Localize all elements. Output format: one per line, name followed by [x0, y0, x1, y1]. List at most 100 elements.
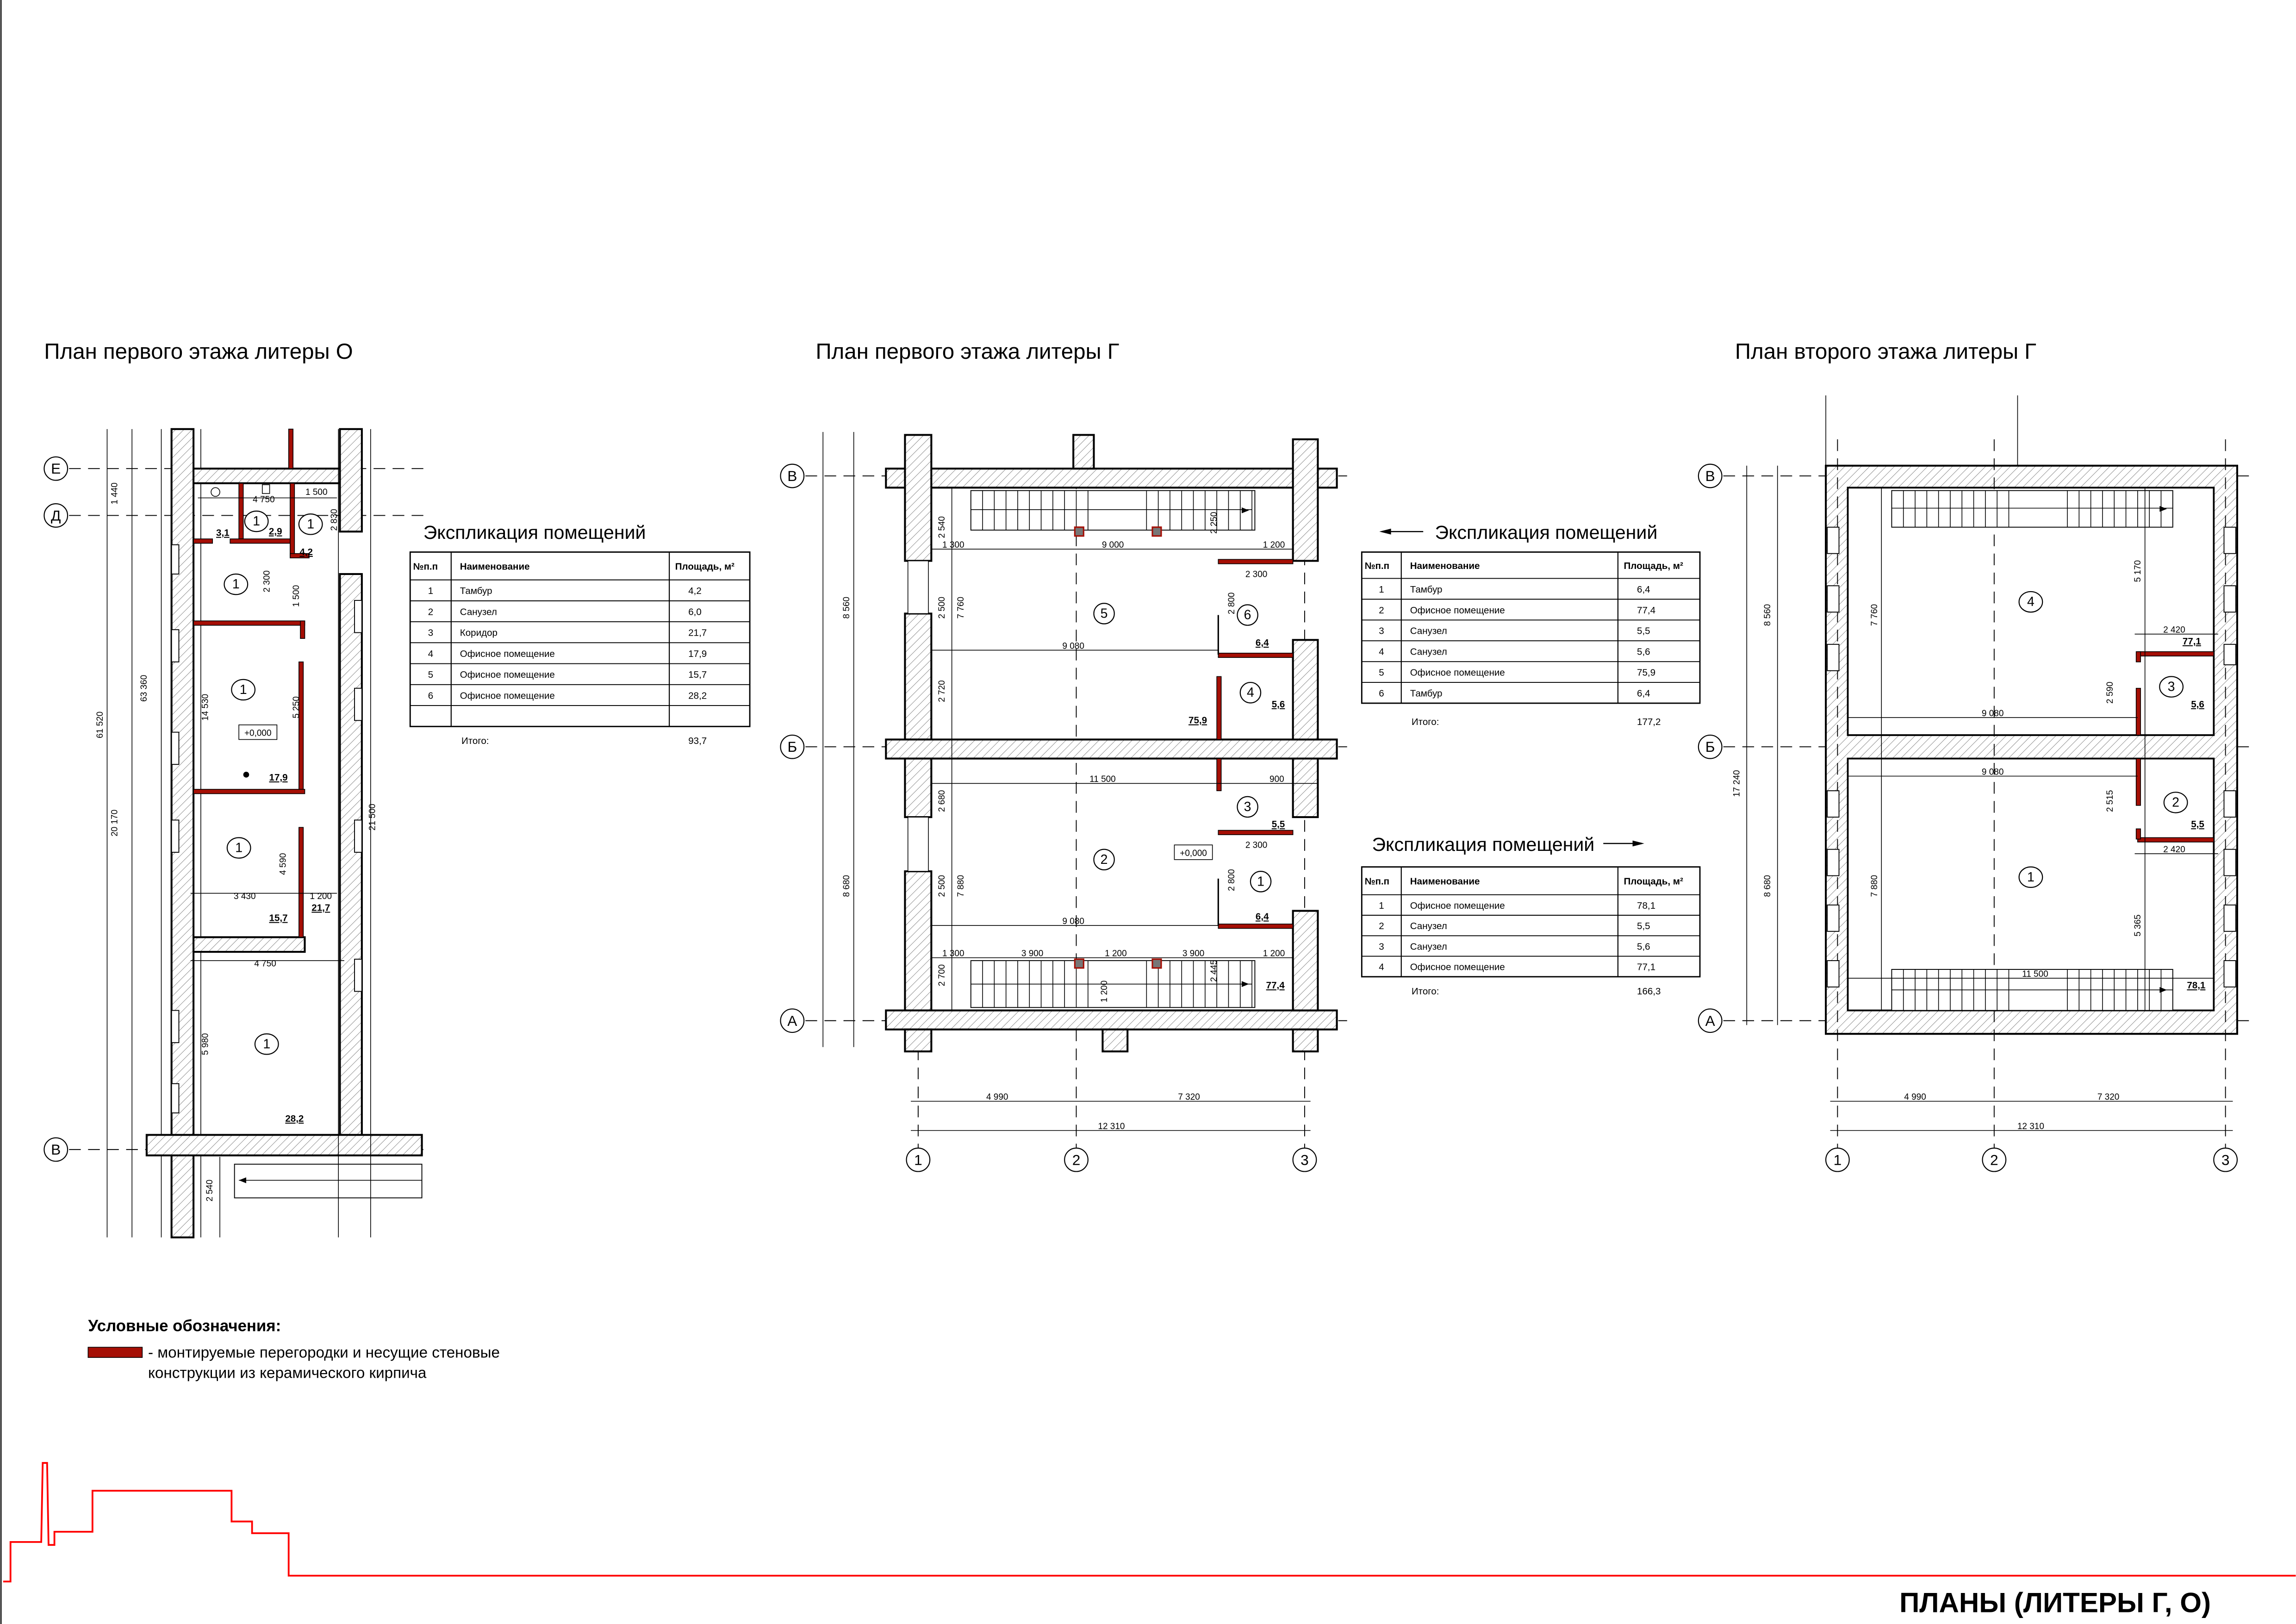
- dimensions: 1 440 61 520 63 360 20 170 4 750 1 500 2…: [95, 482, 377, 1201]
- room-area-value: 5,5: [1637, 626, 1650, 637]
- svg-text:61 520: 61 520: [95, 712, 105, 738]
- axis-marker-2: 2: [1982, 1147, 2007, 1172]
- svg-text:3 900: 3 900: [1021, 949, 1043, 959]
- level-mark: +0,000: [1174, 844, 1213, 860]
- room-name: Офисное помещение: [1410, 668, 1505, 678]
- svg-text:3: 3: [1300, 1151, 1309, 1168]
- svg-text:А: А: [787, 1012, 797, 1029]
- axis-marker-1: 1: [1825, 1147, 1850, 1172]
- room-name: Санузел: [1410, 626, 1447, 637]
- svg-text:2 300: 2 300: [1245, 569, 1267, 579]
- svg-text:3: 3: [1244, 800, 1251, 814]
- svg-text:9 080: 9 080: [1062, 641, 1084, 651]
- axis-marker-a: А: [780, 1008, 805, 1033]
- stair-arrow-icon: [1241, 981, 1249, 987]
- svg-text:1: 1: [307, 517, 314, 531]
- room-area-outline: [1847, 757, 2215, 1012]
- axis-marker-b: Б: [1698, 734, 1723, 759]
- windows: [171, 544, 362, 1113]
- room-area: 5,6: [2191, 699, 2204, 710]
- room-area-value: 78,1: [1637, 900, 1655, 911]
- svg-text:Д: Д: [51, 507, 61, 524]
- svg-text:8 560: 8 560: [1763, 604, 1773, 626]
- axis-marker-v: В: [780, 463, 805, 488]
- table-border: [1361, 866, 1701, 978]
- svg-text:2 500: 2 500: [937, 875, 947, 897]
- svg-text:Б: Б: [787, 738, 797, 755]
- sheet-title: ПЛАНЫ (ЛИТЕРЫ Г, О): [1899, 1587, 2211, 1618]
- room-area: 17,9: [269, 772, 288, 783]
- room-marker: 4: [2018, 591, 2043, 613]
- svg-text:1 440: 1 440: [110, 482, 120, 504]
- axis-marker-e: Е: [44, 456, 68, 481]
- total-label: Итого:: [1412, 986, 1439, 997]
- room-area-value: 77,4: [1637, 605, 1655, 616]
- svg-text:9 080: 9 080: [1982, 767, 2004, 777]
- svg-text:20 170: 20 170: [110, 810, 120, 837]
- svg-text:1 500: 1 500: [305, 487, 327, 497]
- column-icon: [1151, 526, 1162, 537]
- svg-text:2 720: 2 720: [937, 680, 947, 702]
- svg-text:1: 1: [240, 682, 247, 697]
- room-name: Офисное помещение: [1410, 962, 1505, 973]
- svg-text:17 240: 17 240: [1732, 770, 1742, 797]
- dimensions: 8 560 17 240 8 680 5 170 2 420 7 760 2 5…: [1732, 487, 2233, 1131]
- svg-text:7 880: 7 880: [1870, 875, 1879, 897]
- room-marker: 6: [1237, 604, 1258, 626]
- svg-text:2 300: 2 300: [262, 570, 272, 592]
- room-area-value: 21,7: [688, 628, 707, 638]
- svg-text:9 000: 9 000: [1102, 540, 1124, 550]
- row-number: 1: [428, 586, 433, 596]
- svg-text:2 420: 2 420: [2163, 845, 2185, 855]
- room-marker: 1: [231, 679, 256, 701]
- stair-arrow-icon: [1241, 507, 1249, 513]
- svg-text:3: 3: [2221, 1151, 2230, 1168]
- frame-line: [3, 1462, 2296, 1583]
- svg-text:2 500: 2 500: [937, 597, 947, 618]
- dimensions: 8 560 8 680 2 540 1 300 9 000 1 200 2 25…: [842, 487, 1318, 1131]
- svg-text:14 530: 14 530: [201, 694, 211, 721]
- svg-text:1 300: 1 300: [942, 540, 964, 550]
- table-title: Экспликация помещений: [1435, 522, 1657, 543]
- svg-text:2 445: 2 445: [1209, 960, 1219, 981]
- svg-text:5 980: 5 980: [201, 1033, 211, 1055]
- svg-text:1 200: 1 200: [1263, 949, 1285, 959]
- row-number: 4: [428, 649, 433, 659]
- svg-text:2 300: 2 300: [1245, 840, 1267, 850]
- row-number: 1: [1379, 584, 1384, 595]
- room-area-value: 75,9: [1637, 668, 1655, 678]
- plan-title-g1: План первого этажа литеры Г: [815, 339, 1119, 364]
- floor-plan-g-1: В Б А 1 2 3: [780, 432, 1347, 1172]
- table-header-area: Площадь, м²: [1624, 561, 1683, 571]
- svg-text:2 830: 2 830: [330, 509, 339, 531]
- room-area: 21,7: [311, 903, 330, 913]
- floor-plan-g-2: В Б А 1 2 3: [1698, 395, 2255, 1172]
- axis-marker-d: Д: [44, 503, 68, 528]
- axis-marker-a: А: [1698, 1008, 1723, 1033]
- total-label: Итого:: [1412, 717, 1439, 727]
- room-marker: 1: [224, 573, 249, 595]
- svg-text:2: 2: [2172, 795, 2179, 810]
- table-header-number: №п.п: [1365, 876, 1389, 887]
- legend-text-line1: - монтируемые перегородки и несущие стен…: [148, 1344, 500, 1361]
- room-marker: 1: [226, 837, 251, 859]
- svg-text:2 515: 2 515: [2105, 790, 2115, 812]
- total-value: 93,7: [688, 736, 707, 746]
- stair-arrow-icon: [2159, 987, 2167, 993]
- svg-text:2 540: 2 540: [937, 516, 947, 538]
- washbasin-icon: [211, 487, 220, 497]
- svg-text:4 990: 4 990: [986, 1093, 1008, 1102]
- room-area: 5,5: [1272, 819, 1285, 830]
- arrow-left-icon: [1379, 528, 1391, 535]
- svg-text:2 800: 2 800: [1227, 869, 1237, 891]
- table-header-area: Площадь, м²: [1624, 876, 1683, 887]
